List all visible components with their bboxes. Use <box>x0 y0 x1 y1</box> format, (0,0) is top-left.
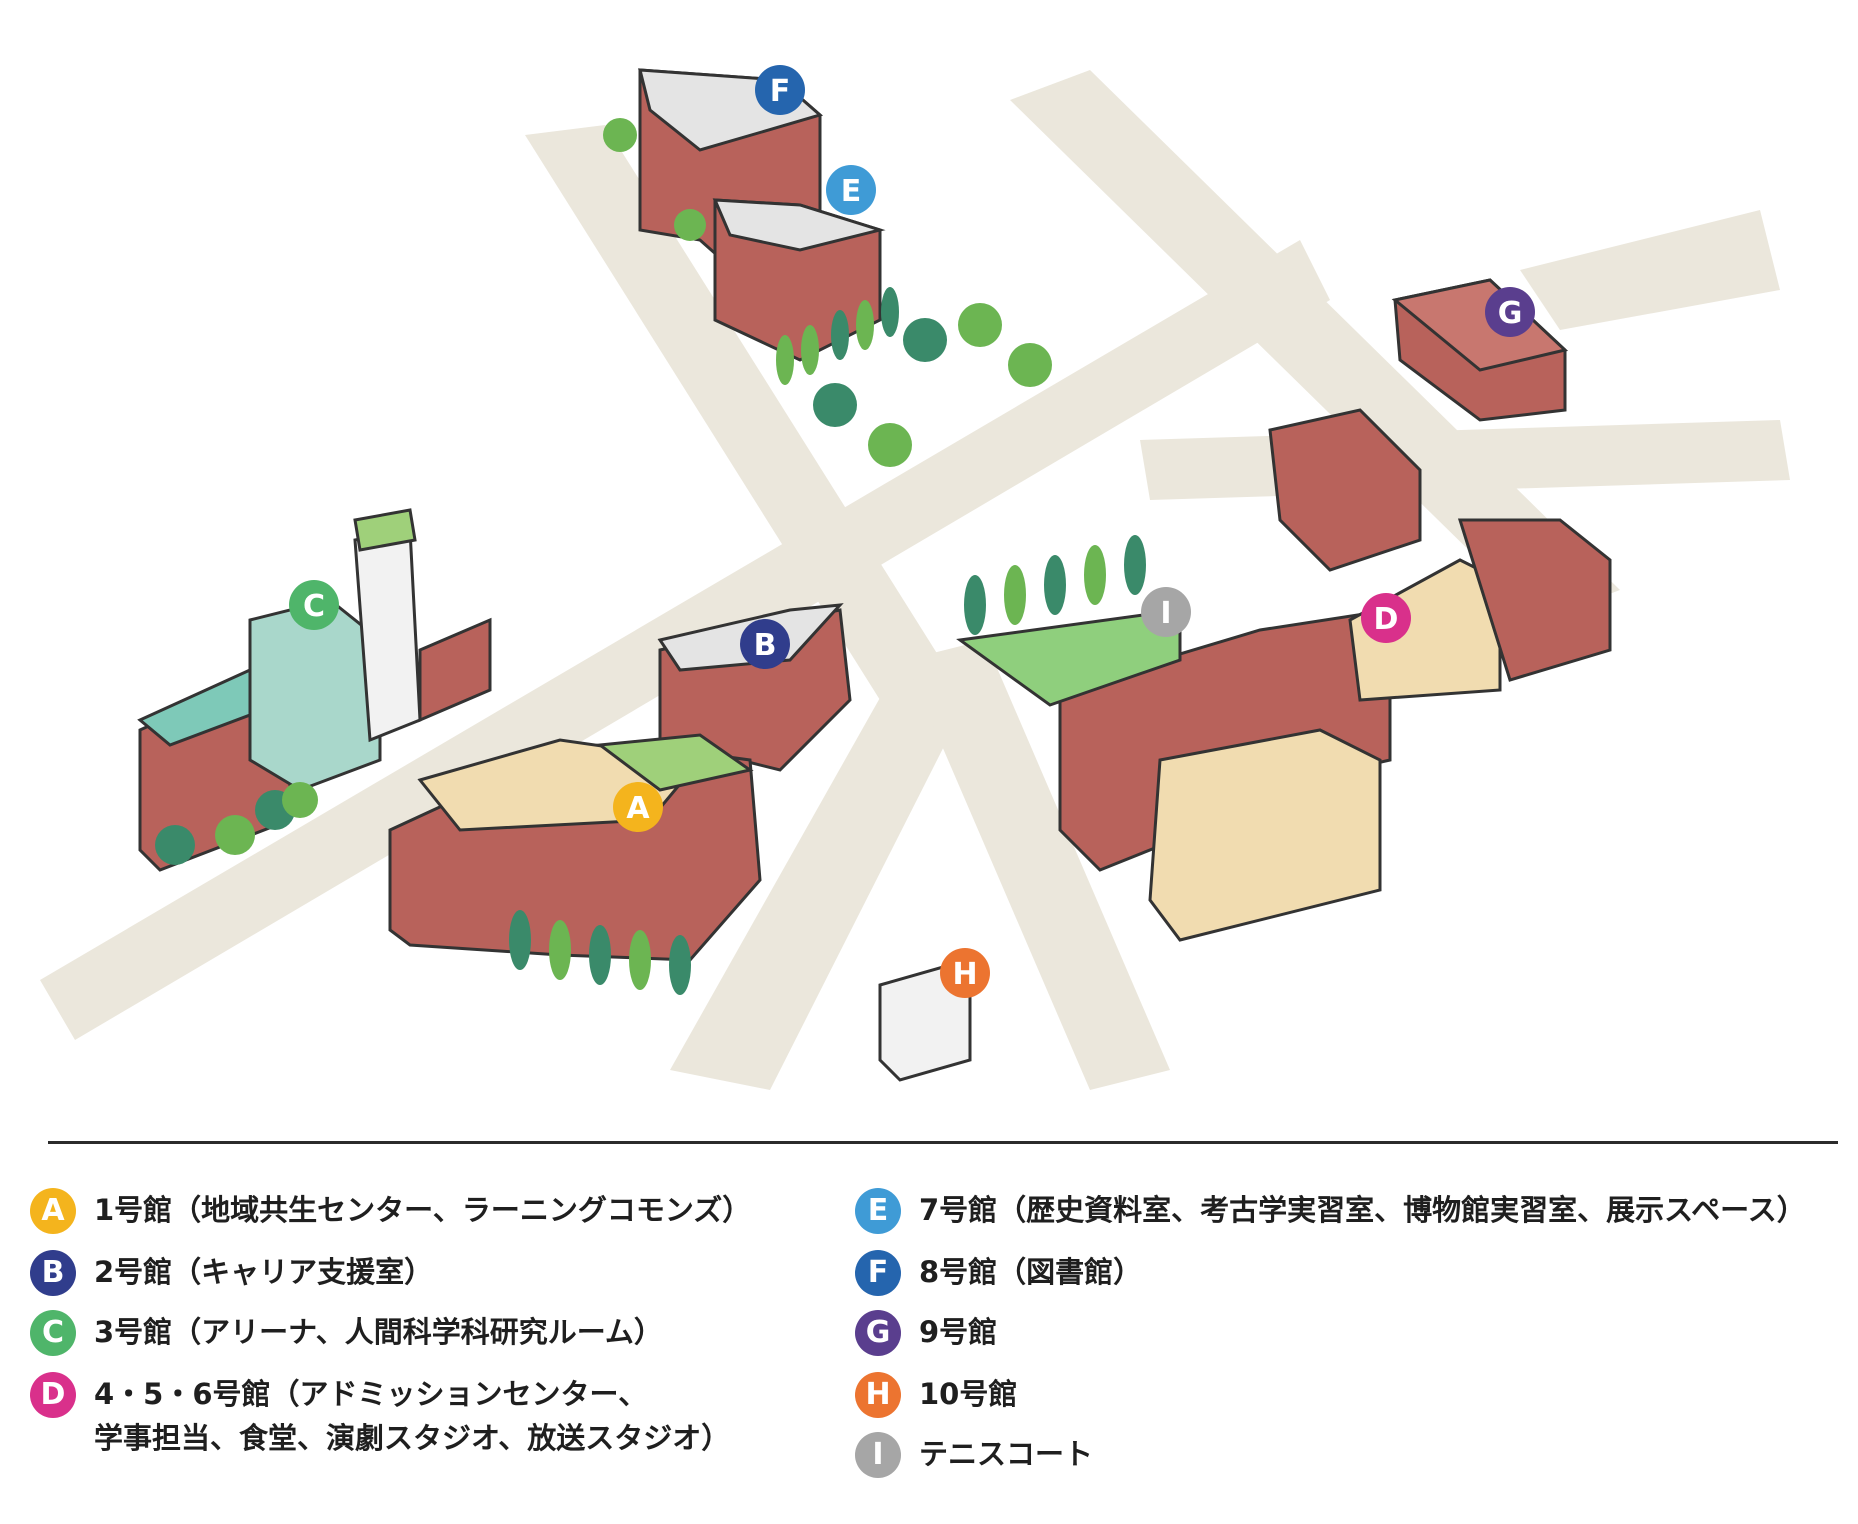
legend-label: 2号館（キャリア支援室） <box>94 1255 434 1289</box>
tree <box>868 423 912 467</box>
tree <box>776 335 794 385</box>
marker-circle <box>740 619 790 669</box>
legend-item-h: H 10号館 <box>855 1372 1017 1418</box>
road-far-east <box>1520 210 1780 330</box>
tree <box>629 930 651 990</box>
tree <box>856 300 874 350</box>
marker-letter: A <box>626 791 650 826</box>
legend-badge: A <box>30 1188 76 1234</box>
tree <box>801 325 819 375</box>
tree <box>813 383 857 427</box>
legend-item-b: B 2号館（キャリア支援室） <box>30 1250 433 1296</box>
legend-item-g: G 9号館 <box>855 1310 997 1356</box>
building-e-roof <box>712 198 886 252</box>
tree <box>903 318 947 362</box>
marker-circle <box>826 165 876 215</box>
legend-badge: B <box>30 1250 76 1296</box>
tree <box>282 782 318 818</box>
legend-badge: I <box>855 1432 901 1478</box>
building-c <box>137 508 492 872</box>
legend-item-d: D 4・5・6号館（アドミッションセンター、 学事担当、食堂、演劇スタジオ、放送ス… <box>30 1372 730 1460</box>
tree <box>155 825 195 865</box>
legend-item-a: A 1号館（地域共生センター、ラーニングコモンズ） <box>30 1188 751 1234</box>
tree <box>603 118 637 152</box>
marker-letter: C <box>303 589 325 624</box>
tree <box>669 935 691 995</box>
marker-f[interactable]: F <box>755 65 805 115</box>
legend-label: 1号館（地域共生センター、ラーニングコモンズ） <box>94 1193 752 1227</box>
marker-letter: D <box>1374 602 1399 637</box>
legend-item-f: F 8号館（図書館） <box>855 1250 1142 1296</box>
legend-badge: E <box>855 1188 901 1234</box>
marker-letter: G <box>1498 296 1523 331</box>
legend-label: 9号館 <box>919 1315 998 1349</box>
legend-item-e: E 7号館（歴史資料室、考古学実習室、博物館実習室、展示スペース） <box>855 1188 1806 1234</box>
legend-label: 10号館 <box>919 1377 1018 1411</box>
marker-letter: B <box>754 628 777 663</box>
tree <box>1124 535 1146 595</box>
legend-label: 3号館（アリーナ、人間科学科研究ルーム） <box>94 1315 663 1349</box>
tree <box>1044 555 1066 615</box>
marker-c[interactable]: C <box>289 580 339 630</box>
legend-badge: C <box>30 1310 76 1356</box>
legend-label: 4・5・6号館（アドミッションセンター、 学事担当、食堂、演劇スタジオ、放送スタ… <box>94 1377 731 1455</box>
marker-a[interactable]: A <box>613 782 663 832</box>
legend-badge: G <box>855 1310 901 1356</box>
legend-badge: H <box>855 1372 901 1418</box>
legend-item-c: C 3号館（アリーナ、人間科学科研究ルーム） <box>30 1310 663 1356</box>
marker-e[interactable]: E <box>826 165 876 215</box>
tree <box>831 310 849 360</box>
building-d <box>1058 408 1612 942</box>
tree <box>881 287 899 337</box>
legend-label: テニスコート <box>919 1437 1094 1471</box>
marker-g[interactable]: G <box>1485 287 1535 337</box>
tree <box>589 925 611 985</box>
road-south-branch <box>670 680 970 1090</box>
tree <box>549 920 571 980</box>
marker-circle <box>289 580 339 630</box>
marker-circle <box>1141 587 1191 637</box>
map-markers: A B C D E F G H I <box>289 65 1535 998</box>
legend-item-i: I テニスコート <box>855 1432 1093 1478</box>
legend-label: 8号館（図書館） <box>919 1255 1143 1289</box>
marker-i[interactable]: I <box>1141 587 1191 637</box>
building-a <box>388 733 762 962</box>
tree <box>1004 565 1026 625</box>
legend-label: 7号館（歴史資料室、考古学実習室、博物館実習室、展示スペース） <box>919 1193 1806 1227</box>
marker-letter: E <box>841 174 862 209</box>
marker-circle <box>755 65 805 115</box>
tennis-court <box>956 608 1182 707</box>
tree <box>1008 343 1052 387</box>
marker-circle <box>940 948 990 998</box>
campus-map: A B C D E F G H I <box>40 65 1790 1090</box>
marker-h[interactable]: H <box>940 948 990 998</box>
marker-b[interactable]: B <box>740 619 790 669</box>
road-east <box>1140 420 1790 500</box>
tree <box>674 209 706 241</box>
marker-circle <box>1485 287 1535 337</box>
tree <box>1084 545 1106 605</box>
road-south-east <box>905 640 1170 1090</box>
legend-badge: D <box>30 1372 76 1418</box>
marker-letter: I <box>1160 596 1171 631</box>
marker-circle <box>613 782 663 832</box>
tree <box>215 815 255 855</box>
road-north-west <box>525 125 960 700</box>
marker-letter: F <box>770 74 791 109</box>
marker-circle <box>1361 593 1411 643</box>
marker-letter: H <box>952 957 977 992</box>
trees <box>155 118 1146 995</box>
legend-badge: F <box>855 1250 901 1296</box>
tree <box>509 910 531 970</box>
tree <box>964 575 986 635</box>
tree <box>958 303 1002 347</box>
divider <box>48 1141 1838 1144</box>
marker-d[interactable]: D <box>1361 593 1411 643</box>
